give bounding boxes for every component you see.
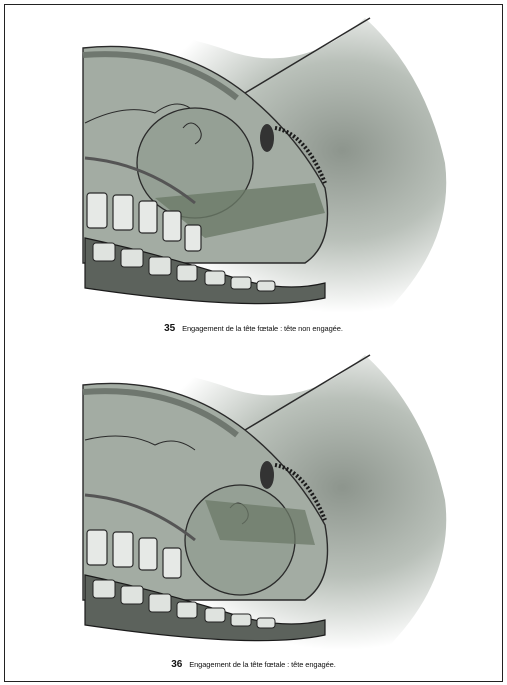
figure-35-illustration (5, 13, 502, 315)
page-frame: 35 Engagement de la tête fœtale : tête n… (4, 4, 503, 682)
figure-36-caption-text: Engagement de la tête fœtale : tête enga… (189, 660, 336, 669)
figure-35-caption-text: Engagement de la tête fœtale : tête non … (182, 324, 343, 333)
figure-35-caption: 35 Engagement de la tête fœtale : tête n… (5, 323, 502, 334)
figure-36-caption: 36 Engagement de la tête fœtale : tête e… (5, 659, 502, 670)
figure-35-number: 35 (164, 323, 175, 334)
pubic-symphysis (260, 461, 274, 489)
pelvis-sagittal-diagram-35 (5, 13, 502, 315)
figure-36-illustration (5, 350, 502, 652)
pelvis-sagittal-diagram-36 (5, 350, 502, 652)
figure-36-number: 36 (171, 659, 182, 670)
pubic-symphysis (260, 124, 274, 152)
